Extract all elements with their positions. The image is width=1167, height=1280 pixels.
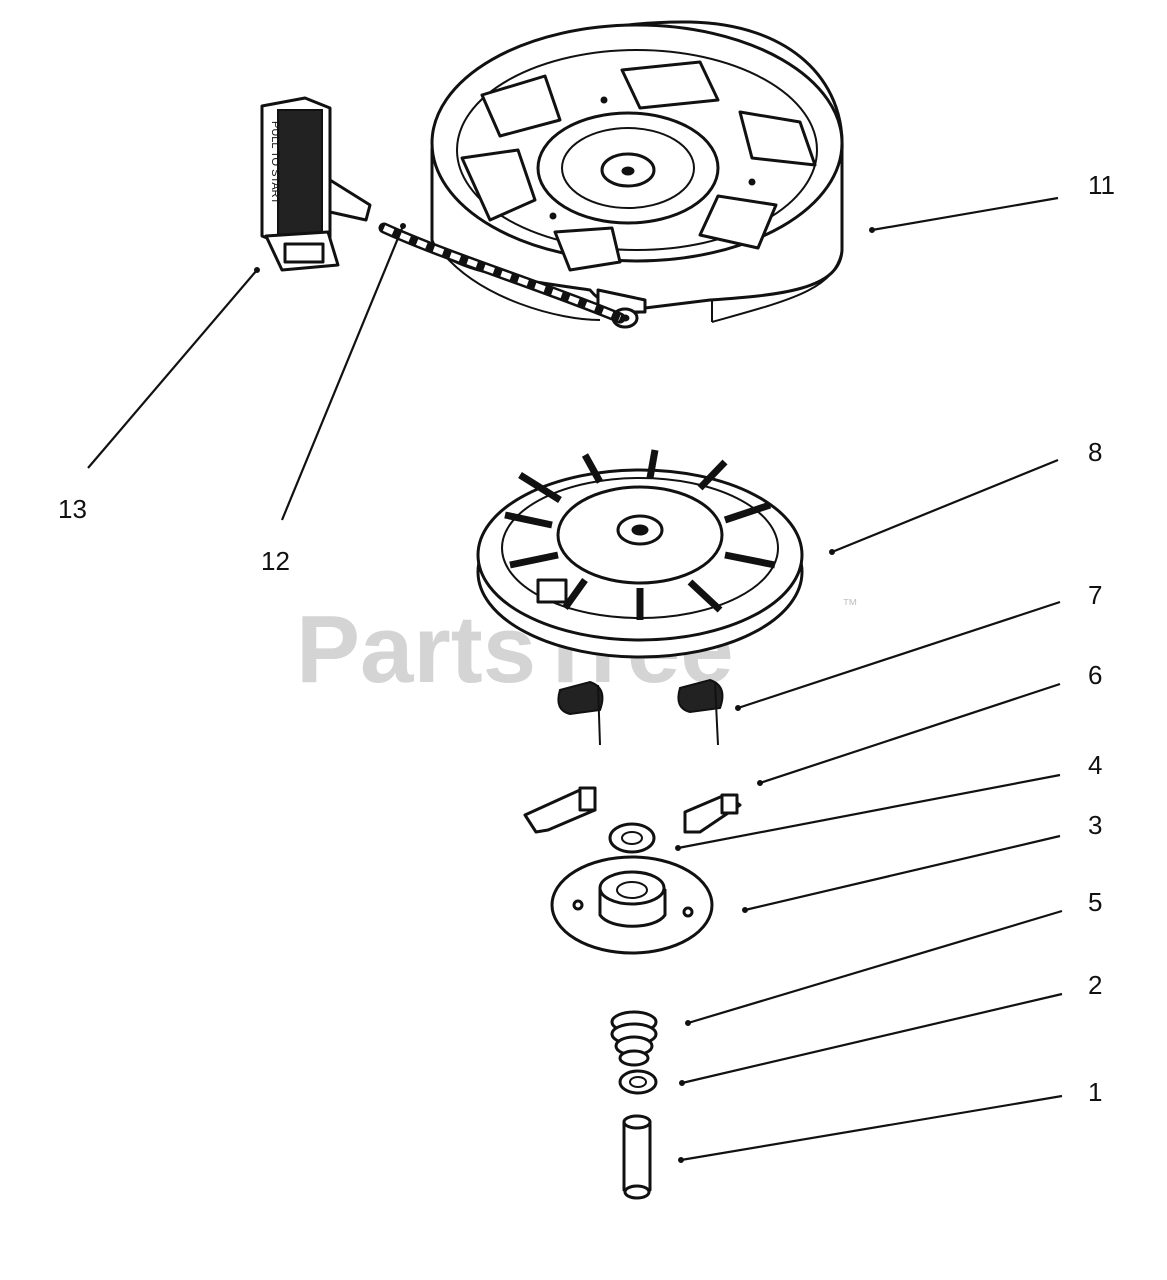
part-1-pin[interactable] bbox=[622, 1114, 652, 1200]
callout-5: 5 bbox=[1088, 887, 1102, 917]
callout-1: 1 bbox=[1088, 1077, 1102, 1107]
handle-text: PULL TO START bbox=[269, 121, 281, 204]
leader-2 bbox=[681, 992, 1063, 1085]
part-4-washer[interactable] bbox=[608, 822, 656, 854]
leader-1 bbox=[680, 1094, 1063, 1162]
leader-5 bbox=[687, 909, 1063, 1025]
part-12-rope[interactable] bbox=[378, 222, 626, 324]
watermark-trademark: ™ bbox=[842, 597, 858, 614]
part-6-pawls[interactable] bbox=[523, 786, 742, 834]
callout-labels: 11 13 12 8 7 6 4 3 5 2 1 bbox=[58, 170, 1115, 1107]
part-3-retainer[interactable] bbox=[550, 855, 714, 955]
leader-12 bbox=[280, 225, 405, 521]
leader-6 bbox=[759, 682, 1061, 785]
part-13-handle[interactable]: PULL TO START bbox=[260, 96, 372, 272]
part-2-washer[interactable] bbox=[618, 1069, 658, 1095]
leader-3 bbox=[744, 834, 1061, 912]
leader-8 bbox=[831, 458, 1059, 554]
callout-2: 2 bbox=[1088, 970, 1102, 1000]
part-7-springs[interactable] bbox=[557, 678, 724, 746]
callout-8: 8 bbox=[1088, 437, 1102, 467]
callout-12: 12 bbox=[261, 546, 290, 576]
part-11-housing[interactable] bbox=[430, 20, 844, 329]
callout-13: 13 bbox=[58, 494, 87, 524]
callout-11: 11 bbox=[1088, 170, 1115, 200]
callout-6: 6 bbox=[1088, 660, 1102, 690]
part-5-spring[interactable] bbox=[610, 1010, 658, 1067]
part-8-pulley[interactable] bbox=[476, 449, 804, 659]
leader-13 bbox=[87, 269, 258, 469]
leader-7 bbox=[737, 600, 1061, 710]
leader-4 bbox=[677, 773, 1061, 850]
callout-7: 7 bbox=[1088, 580, 1102, 610]
leader-lines bbox=[87, 196, 1063, 1163]
leader-11 bbox=[871, 196, 1059, 232]
callout-4: 4 bbox=[1088, 750, 1102, 780]
callout-3: 3 bbox=[1088, 810, 1102, 840]
